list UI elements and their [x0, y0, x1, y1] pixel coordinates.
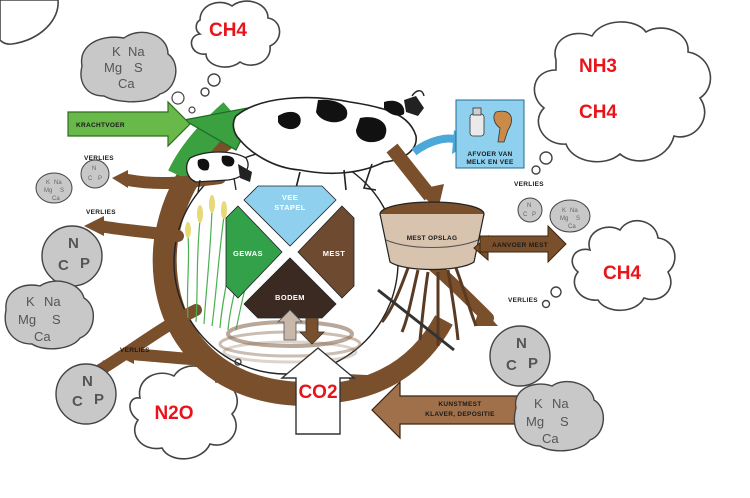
- svg-text:Mg: Mg: [44, 188, 52, 194]
- aanvoer-mest-arrow: AANVOER MEST: [473, 224, 567, 264]
- bodem-label: BODEM: [275, 293, 305, 302]
- nutrient-disc-right: N C P: [489, 325, 551, 387]
- svg-text:N: N: [527, 203, 531, 209]
- svg-text:K: K: [46, 180, 50, 186]
- svg-text:S: S: [560, 414, 569, 429]
- krachtvoer-label: KRACHTVOER: [76, 122, 125, 129]
- svg-text:P: P: [94, 391, 104, 408]
- gas-label-ch4-right-cloud: CH4: [579, 102, 617, 123]
- gas-label-ch4-right: CH4: [603, 263, 641, 284]
- quadrant-gewas: GEWAS: [225, 205, 283, 299]
- cloud-nh3-ch4: NH3 CH4: [531, 21, 712, 175]
- quadrant-veestapel: VEE STAPEL: [243, 185, 337, 247]
- svg-text:K: K: [26, 294, 35, 309]
- svg-text:Na: Na: [570, 208, 578, 214]
- svg-text:P: P: [528, 355, 538, 372]
- svg-text:K: K: [534, 396, 543, 411]
- svg-text:P: P: [532, 212, 536, 218]
- verlies-label-bottom: VERLIES: [120, 347, 150, 354]
- verlies-label-left: VERLIES: [86, 209, 116, 216]
- krachtvoer-arrow: KRACHTVOER: [67, 100, 191, 148]
- gas-label-ch4-top: CH4: [209, 20, 247, 41]
- mineral-disc-small-right: K Na Mg S Ca: [549, 199, 591, 233]
- grazing-cow-illustration: [185, 151, 252, 193]
- svg-text:C: C: [58, 257, 69, 274]
- svg-text:Na: Na: [54, 180, 62, 186]
- svg-text:P: P: [98, 176, 102, 182]
- co2-arrow: CO2: [280, 347, 356, 435]
- aanvoer-mest-label: AANVOER MEST: [492, 242, 548, 249]
- nutrient-disc-small-left: N C P: [80, 159, 110, 189]
- svg-text:C: C: [506, 357, 517, 374]
- afvoer-box: AFVOER VAN MELK EN VEE: [455, 99, 525, 169]
- svg-text:N: N: [516, 335, 527, 352]
- nutrient-disc-small-right: N C P: [517, 197, 543, 223]
- kunstmest-arrow: KUNSTMEST KLAVER, DEPOSITIE: [371, 380, 521, 440]
- svg-text:C: C: [72, 393, 83, 410]
- veestapel-label-2: STAPEL: [274, 203, 305, 212]
- afvoer-label-2: MELK EN VEE: [466, 159, 514, 166]
- cloud-top-left: [0, 0, 59, 45]
- quadrant-mest: MEST: [297, 205, 355, 299]
- svg-text:S: S: [134, 60, 143, 75]
- verlies-label-storage: VERLIES: [514, 181, 544, 188]
- kunstmest-label-1: KUNSTMEST: [438, 401, 481, 408]
- gas-label-n2o: N2O: [154, 403, 193, 424]
- cow-illustration: [232, 90, 425, 191]
- verlies-label-rake: VERLIES: [508, 297, 538, 304]
- svg-text:S: S: [576, 216, 580, 222]
- svg-text:N: N: [82, 373, 93, 390]
- manure-storage: MEST OPSLAG: [379, 201, 485, 271]
- svg-text:Mg: Mg: [560, 216, 568, 222]
- svg-text:Ca: Ca: [118, 76, 135, 91]
- verlies-label-cow: VERLIES: [84, 155, 114, 162]
- svg-text:P: P: [80, 255, 90, 272]
- veestapel-label-1: VEE: [282, 193, 298, 202]
- mestopslag-label: MEST OPSLAG: [407, 235, 458, 242]
- svg-text:Mg: Mg: [104, 60, 122, 75]
- svg-text:Mg: Mg: [18, 312, 36, 327]
- svg-text:N: N: [92, 166, 96, 172]
- svg-text:S: S: [52, 312, 61, 327]
- svg-text:Ca: Ca: [542, 431, 559, 446]
- nutrient-disc-bottom-left: N C P: [55, 363, 117, 425]
- svg-text:Mg: Mg: [526, 414, 544, 429]
- soil-illustration: [218, 309, 362, 364]
- cow-to-storage-arrow: [386, 143, 436, 201]
- svg-text:Ca: Ca: [34, 329, 51, 344]
- nutrient-disc-left: N C P: [41, 225, 103, 287]
- cloud-ch4-top: CH4: [190, 0, 281, 97]
- gas-label-nh3: NH3: [579, 56, 617, 77]
- svg-text:Na: Na: [44, 294, 61, 309]
- gewas-label: GEWAS: [233, 249, 263, 258]
- svg-text:N: N: [68, 235, 79, 252]
- mineral-disc-bottom-right: K Na Mg S Ca: [513, 381, 604, 452]
- mineral-disc-top: K Na Mg S Ca: [80, 31, 196, 114]
- svg-text:K: K: [562, 208, 566, 214]
- svg-text:C: C: [88, 176, 93, 182]
- kunstmest-label-2: KLAVER, DEPOSITIE: [425, 411, 495, 418]
- svg-text:Ca: Ca: [568, 224, 576, 230]
- spreader-bar: [377, 288, 455, 352]
- quadrant-bodem: BODEM: [243, 257, 337, 319]
- milk-can-icon: [469, 113, 485, 137]
- svg-text:Na: Na: [128, 44, 145, 59]
- cloud-ch4-right: CH4: [541, 219, 676, 311]
- manure-spreader-hoses: [380, 267, 478, 346]
- svg-text:S: S: [60, 188, 64, 194]
- gas-label-co2: CO2: [298, 382, 337, 403]
- meat-icon: [493, 110, 512, 143]
- svg-text:C: C: [523, 212, 528, 218]
- mest-label: MEST: [323, 249, 345, 258]
- svg-text:K: K: [112, 44, 121, 59]
- afvoer-label-1: AFVOER VAN: [467, 151, 512, 158]
- svg-text:Na: Na: [552, 396, 569, 411]
- svg-text:Ca: Ca: [52, 196, 60, 202]
- mineral-disc-left: K Na Mg S Ca: [4, 280, 94, 350]
- mineral-disc-small-left: K Na Mg S Ca: [35, 172, 73, 204]
